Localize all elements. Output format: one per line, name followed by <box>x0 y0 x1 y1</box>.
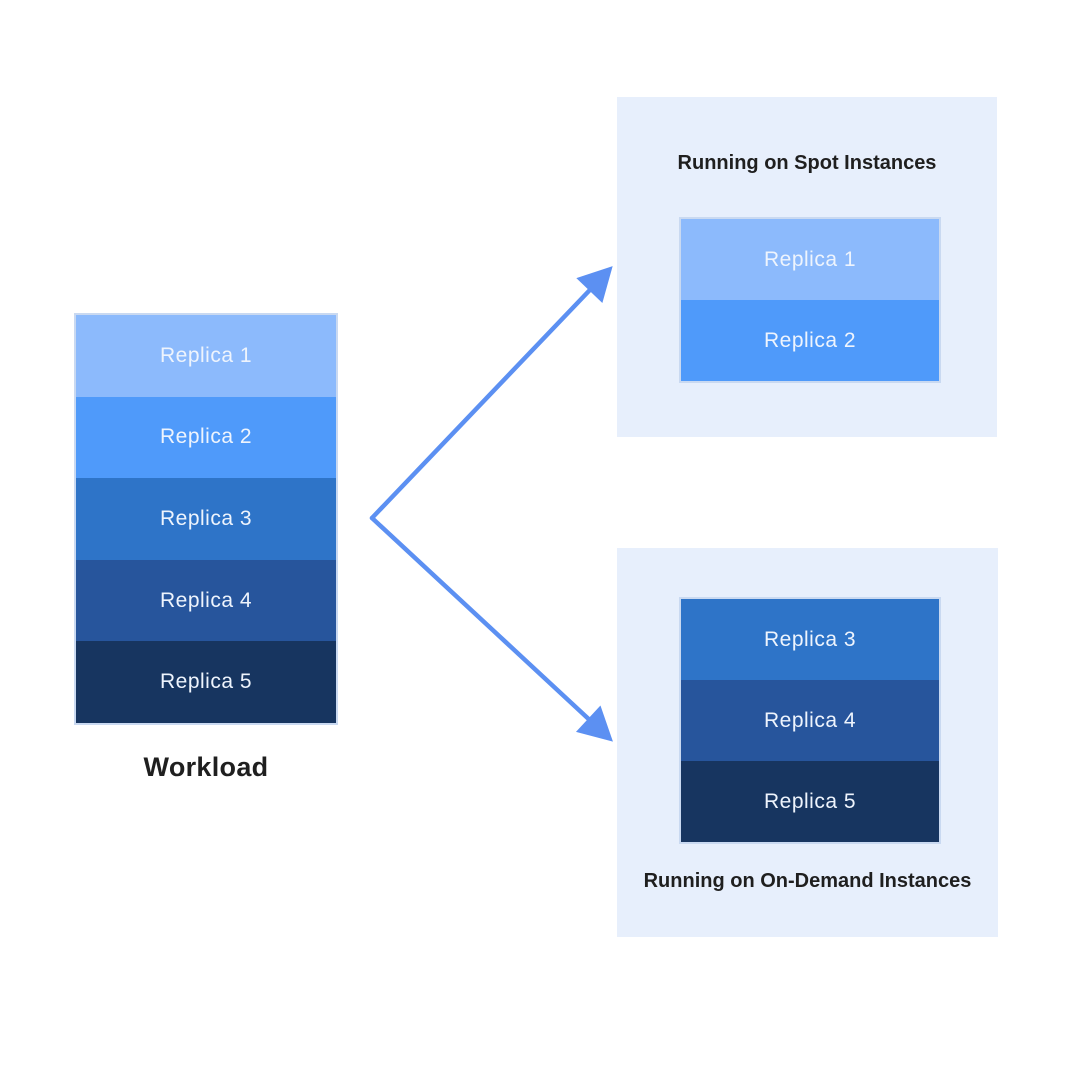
replica-block: Replica 2 <box>681 300 939 381</box>
ondemand-replica-group: Replica 3 Replica 4 Replica 5 <box>681 599 939 842</box>
workload-title: Workload <box>143 752 269 782</box>
replica-block: Replica 1 <box>681 219 939 300</box>
replica-block: Replica 4 <box>76 559 336 642</box>
replica-label: Replica 3 <box>763 627 857 651</box>
replica-block: Replica 4 <box>681 680 939 761</box>
replica-label: Replica 2 <box>763 328 857 352</box>
workload-stack: Replica 1 Replica 2 Replica 3 Replica 4 … <box>76 315 336 723</box>
replica-label: Replica 5 <box>763 789 857 813</box>
replica-block: Replica 5 <box>681 761 939 842</box>
replica-label: Replica 5 <box>159 670 253 694</box>
arrow-to-spot <box>369 266 613 521</box>
replica-label: Replica 1 <box>159 343 253 367</box>
replica-block: Replica 3 <box>76 478 336 560</box>
arrow-to-ondemand <box>369 515 613 742</box>
replica-label: Replica 4 <box>159 588 253 612</box>
spot-replica-group: Replica 1 Replica 2 <box>681 219 939 381</box>
replica-block: Replica 1 <box>76 315 336 397</box>
replica-block: Replica 3 <box>681 599 939 680</box>
replica-label: Replica 3 <box>159 506 253 530</box>
spot-panel: Running on Spot Instances Replica 1 Repl… <box>617 97 997 437</box>
replica-label: Replica 4 <box>763 708 857 732</box>
ondemand-panel-title: Running on On-Demand Instances <box>643 870 972 892</box>
spot-panel-title: Running on Spot Instances <box>677 152 937 174</box>
ondemand-panel: Replica 3 Replica 4 Replica 5 Running on… <box>617 548 998 937</box>
replica-block: Replica 2 <box>76 396 336 479</box>
replica-label: Replica 2 <box>159 425 253 449</box>
replica-label: Replica 1 <box>763 247 857 271</box>
replica-block: Replica 5 <box>76 641 336 723</box>
